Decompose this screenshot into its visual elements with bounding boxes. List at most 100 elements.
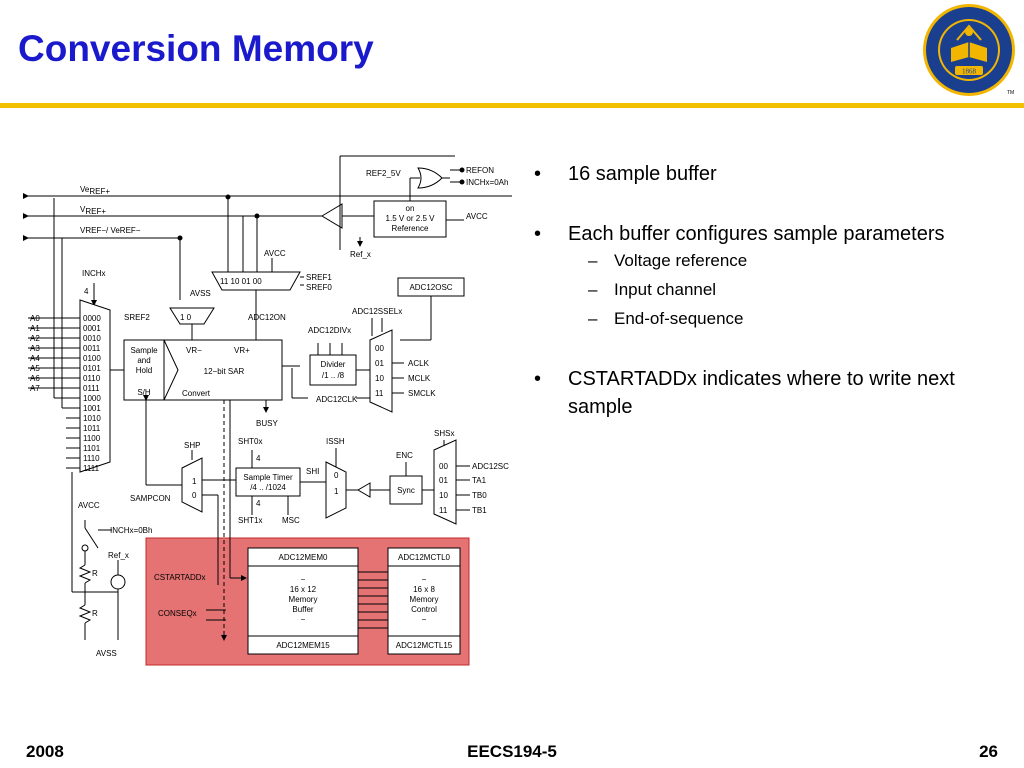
mem-body-line: 16 x 12	[290, 585, 317, 594]
dash-icon: –	[588, 251, 598, 270]
refon-label: REFON	[466, 166, 494, 175]
divider-line1: Divider	[321, 360, 346, 369]
sub-bullet-item: – End-of-sequence	[530, 304, 1010, 333]
shi-label: SHI	[306, 467, 319, 476]
shs-code: 11	[439, 506, 448, 515]
ref2-5v-label: REF2_5V	[366, 169, 401, 178]
vref-minus-label: VREF−/ VeREF−	[80, 226, 141, 235]
sref2-mux-inputs: 1 0	[180, 313, 192, 322]
sub-bullet-item: – Voltage reference	[530, 246, 1010, 275]
issh-mux-0: 0	[334, 471, 339, 480]
adc12clk-label: ADC12CLK	[316, 395, 358, 404]
sample-timer-line1: Sample Timer	[243, 473, 293, 482]
mem-body-line: −	[301, 575, 306, 584]
mux-code: 0111	[83, 384, 100, 393]
bullet-list: • 16 sample buffer • Each buffer configu…	[530, 160, 1010, 453]
shp-label: SHP	[184, 441, 200, 450]
shs-source: ADC12SC	[472, 462, 509, 471]
input-label-a5: A5	[30, 364, 40, 373]
shs-code: 00	[439, 462, 448, 471]
seal-tm: TM	[1007, 90, 1014, 96]
input-label-a1: A1	[30, 324, 40, 333]
mux-code: 0001	[83, 324, 101, 333]
mem-body-line: Memory	[289, 595, 318, 604]
mux-code: 0110	[83, 374, 101, 383]
sh-label: S/H	[137, 388, 151, 397]
bullet-item: • CSTARTADDx indicates where to write ne…	[530, 365, 1010, 421]
footer-year: 2008	[26, 742, 64, 761]
enc-label: ENC	[396, 451, 413, 460]
adc12osc-label: ADC12OSC	[409, 283, 452, 292]
mem-body-line: −	[301, 615, 306, 624]
ctl-bottom-label: ADC12MCTL15	[396, 641, 453, 650]
resistor-r2: R	[92, 609, 98, 618]
mem-bottom-label: ADC12MEM15	[276, 641, 330, 650]
title-underline	[0, 103, 1024, 108]
ref-mux-inputs: 11 10 01 00	[220, 277, 262, 286]
bullet-text: CSTARTADDx indicates where to write next…	[568, 368, 955, 418]
bullet-dot-icon: •	[534, 223, 542, 245]
msc-label: MSC	[282, 516, 300, 525]
bullet-text: 16 sample buffer	[568, 163, 717, 185]
issh-label: ISSH	[326, 437, 345, 446]
seal-year-banner	[955, 66, 983, 75]
sar-label: 12−bit SAR	[204, 367, 245, 376]
divider-line2: /1 .. /8	[322, 371, 345, 380]
footer-course: EECS194-5	[467, 742, 557, 761]
clk-source: ACLK	[408, 359, 430, 368]
sub-bullet-text: Voltage reference	[614, 251, 748, 270]
clk-code: 11	[375, 389, 384, 398]
sub-bullet-text: Input channel	[614, 280, 717, 299]
footer-page-number: 26	[979, 742, 998, 761]
mux-code: 0101	[83, 364, 101, 373]
bullet-item: • Each buffer configures sample paramete…	[530, 220, 1010, 248]
vref-plus-label: VREF+	[80, 205, 106, 216]
sref1-label: SREF1	[306, 273, 332, 282]
mux-code: 1111	[83, 464, 100, 473]
avss-analog-label: AVSS	[96, 649, 117, 658]
bullet-dot-icon: •	[534, 368, 542, 390]
ctl-top-label: ADC12MCTL0	[398, 553, 451, 562]
clk-code: 10	[375, 374, 384, 383]
avcc-ref-label: AVCC	[466, 212, 488, 221]
avss-label: AVSS	[190, 289, 211, 298]
adc12on-label: ADC12ON	[248, 313, 286, 322]
dash-icon: –	[588, 280, 598, 299]
inchx-label: INCHx	[82, 269, 106, 278]
clk-source: SMCLK	[408, 389, 436, 398]
avcc-analog-label: AVCC	[78, 501, 100, 510]
avcc-mux-label: AVCC	[264, 249, 286, 258]
adc12divx-label: ADC12DIVx	[308, 326, 351, 335]
shs-code: 01	[439, 476, 448, 485]
shs-source: TB1	[472, 506, 487, 515]
slide-title: Conversion Memory	[18, 28, 374, 69]
sample-timer-line2: /4 .. /1024	[250, 483, 286, 492]
mem-top-label: ADC12MEM0	[279, 553, 328, 562]
ctl-body-line: −	[422, 615, 427, 624]
sref0-label: SREF0	[306, 283, 332, 292]
convert-label: Convert	[182, 389, 211, 398]
clk-source: MCLK	[408, 374, 431, 383]
inchx-width: 4	[84, 287, 89, 296]
mux-code: 1010	[83, 414, 101, 423]
shs-source: TA1	[472, 476, 487, 485]
clk-code: 00	[375, 344, 384, 353]
ref-x-analog-label: Ref_x	[108, 551, 129, 560]
cstartaddx-label: CSTARTADDx	[154, 573, 206, 582]
shsx-label: SHSx	[434, 429, 454, 438]
dash-icon: –	[588, 309, 598, 328]
shs-source: TB0	[472, 491, 487, 500]
sample-hold-line2: and	[137, 356, 150, 365]
bullet-item: • 16 sample buffer	[530, 160, 1010, 188]
ref-box-line2: 1.5 V or 2.5 V	[386, 214, 436, 223]
mux-code: 1001	[83, 404, 101, 413]
input-label-a0: A0	[30, 314, 40, 323]
analog-input-labels: A0 A1 A2 A3 A4 A5 A6 A7	[30, 314, 40, 393]
width-4b: 4	[256, 499, 261, 508]
vr-plus-label: VR+	[234, 346, 250, 355]
seal-year: 1868	[962, 68, 977, 76]
sht1x-label: SHT1x	[238, 516, 262, 525]
sub-bullet-text: End-of-sequence	[614, 309, 744, 328]
mux-code: 1000	[83, 394, 101, 403]
